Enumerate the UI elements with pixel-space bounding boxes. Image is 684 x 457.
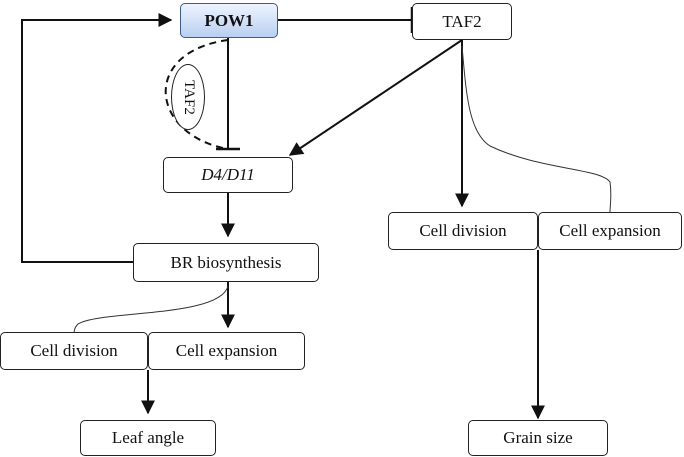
cell-division-left-label: Cell division — [30, 341, 118, 360]
taf2-oval: TAF2 — [171, 64, 205, 130]
taf2-label: TAF2 — [442, 11, 482, 31]
cell-division-left-node: Cell division — [0, 332, 148, 370]
d4d11-node: D4/D11 — [163, 157, 293, 193]
brace-right — [461, 45, 612, 213]
cell-division-right-node: Cell division — [388, 212, 538, 250]
cell-expansion-left-node: Cell expansion — [148, 332, 305, 370]
brace-left — [73, 285, 229, 336]
leaf-angle-label: Leaf angle — [111, 428, 185, 447]
br-biosynthesis-label: BR biosynthesis — [170, 252, 282, 272]
taf2-interaction-dashed-link — [164, 39, 229, 150]
pow1-label: POW1 — [204, 10, 254, 30]
taf2-node: TAF2 — [412, 3, 512, 40]
cell-expansion-right-node: Cell expansion — [538, 212, 682, 250]
leaf-angle-node: Leaf angle — [80, 420, 216, 456]
pow1-node: POW1 — [180, 3, 278, 38]
cell-expansion-right-label: Cell expansion — [559, 221, 661, 240]
grain-size-label: Grain size — [503, 428, 573, 447]
cell-expansion-left-label: Cell expansion — [175, 341, 278, 360]
feedback-arrow-br-to-pow1 — [21, 13, 173, 263]
cell-division-right-label: Cell division — [419, 221, 507, 240]
d4d11-label: D4/D11 — [201, 165, 255, 184]
br-biosynthesis-node: BR biosynthesis — [133, 243, 319, 282]
arrow-taf2-to-d4d11 — [288, 39, 463, 156]
taf2-oval-label: TAF2 — [180, 79, 197, 115]
grain-size-node: Grain size — [468, 420, 608, 456]
